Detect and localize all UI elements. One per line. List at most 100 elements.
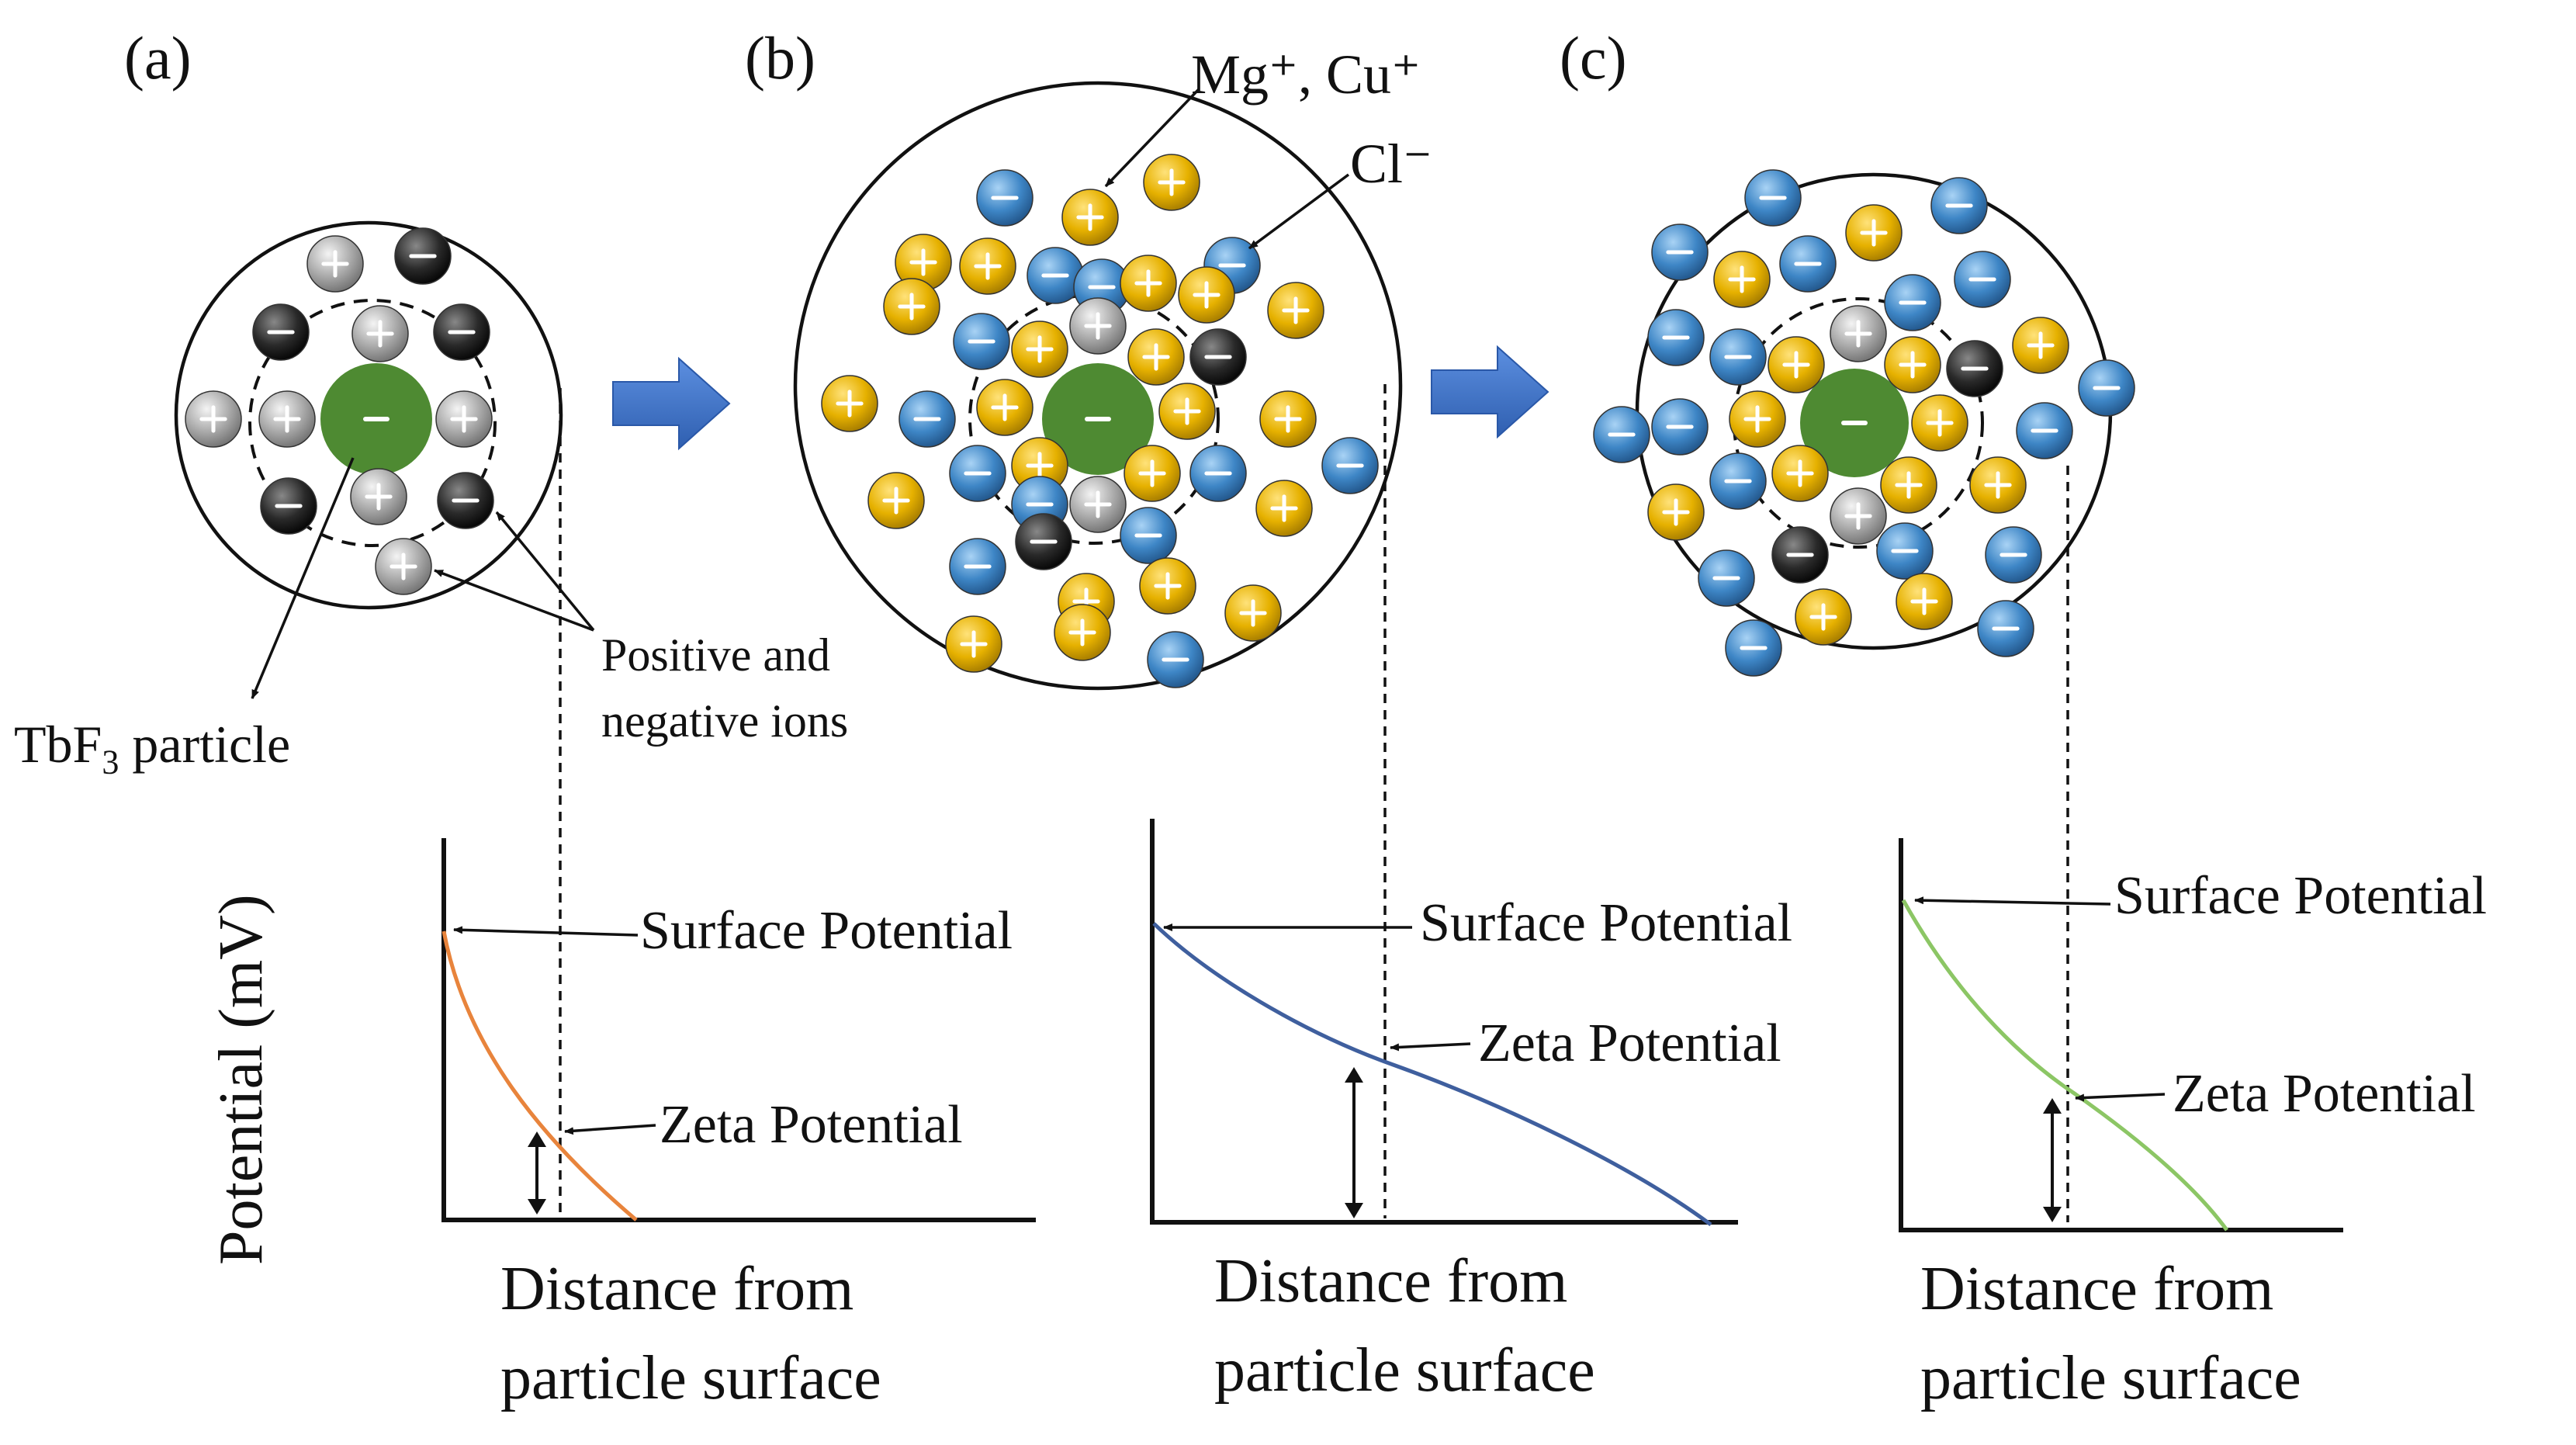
cation-ion — [1054, 604, 1111, 661]
anion-ion — [260, 477, 317, 535]
ions-leader-line-1 — [495, 511, 595, 632]
cation-ion — [1647, 483, 1705, 541]
surface-potential-label-c: Surface Potential — [2114, 866, 2488, 926]
anion-ion — [1985, 526, 2042, 584]
cation-ion — [1124, 445, 1181, 502]
anion-ion — [1189, 328, 1247, 386]
cation-ion — [959, 237, 1016, 295]
cation-ion — [350, 468, 407, 525]
cation-ion — [945, 615, 1002, 673]
anion-ion — [1876, 522, 1934, 580]
cation-ion — [1127, 328, 1185, 386]
anion-ion — [1954, 251, 2011, 308]
anion-ion — [2078, 359, 2135, 417]
x-axis-label-b-line2: particle surface — [1214, 1336, 1595, 1405]
anion-ion — [1709, 452, 1767, 510]
anion-ion — [1725, 619, 1782, 677]
tbf3-particle-label: TbF3 particle — [14, 715, 291, 781]
graph-axes-b — [1150, 819, 1738, 1225]
zeta-potential-label-b: Zeta Potential — [1478, 1014, 1781, 1073]
zeta-potential-arrow-a — [564, 1124, 656, 1135]
cation-ion — [1729, 390, 1786, 448]
cation-ion — [1011, 321, 1068, 378]
anion-ion — [1779, 235, 1837, 293]
cation-ion — [258, 390, 316, 448]
anion-ion — [1946, 340, 2003, 397]
x-axis-label-c-line2: particle surface — [1920, 1344, 2301, 1412]
stern-layer-boundary-a — [174, 220, 563, 610]
anion-ion — [1698, 549, 1755, 607]
transition-arrow-1 — [612, 356, 731, 451]
cation-ion — [1884, 336, 1941, 393]
cation-ion — [1069, 476, 1127, 533]
anion-ion — [898, 390, 956, 448]
anion-ion — [1930, 177, 1988, 234]
anion-ion — [437, 472, 494, 529]
cation-ion — [1768, 336, 1825, 393]
zeta-potential-label-c: Zeta Potential — [2173, 1064, 2476, 1124]
potential-curve-b — [1152, 922, 1712, 1227]
anion-ion — [1321, 437, 1379, 494]
cation-ion — [1139, 557, 1196, 615]
cation-ion — [1911, 394, 1968, 452]
zeta-magnitude-arrow-a — [528, 1131, 546, 1215]
cation-ion — [185, 390, 242, 448]
cation-ion — [1880, 456, 1937, 514]
ions-label-line1: Positive and — [601, 629, 830, 681]
cation-ion — [821, 375, 878, 432]
cation-ion — [1178, 266, 1235, 324]
anion-ion — [976, 169, 1034, 227]
cation-ion — [1259, 390, 1317, 448]
surface-potential-arrow-a — [453, 926, 639, 937]
anion-ion — [1015, 513, 1072, 570]
y-axis-label: Potential (mV) — [207, 894, 275, 1265]
zeta-potential-arrow-b — [1390, 1042, 1471, 1052]
cation-ion — [1120, 255, 1177, 312]
anion-ion — [949, 538, 1006, 595]
cation-ion — [1795, 588, 1852, 646]
cation-ion — [883, 278, 940, 335]
anion-ion — [433, 303, 490, 361]
anion-ion — [1189, 445, 1247, 502]
transition-arrow-2 — [1431, 345, 1549, 439]
cation-ion — [1061, 189, 1119, 246]
potential-curve-a — [441, 930, 638, 1221]
zeta-magnitude-arrow-c — [2043, 1098, 2062, 1222]
graph-axes-a — [441, 838, 1036, 1222]
anion-ion — [1709, 328, 1767, 386]
surface-potential-label-a: Surface Potential — [640, 901, 1013, 961]
cation-ion — [1896, 573, 1953, 630]
cation-ion — [1224, 584, 1282, 642]
slipping-plane-c — [1733, 297, 1984, 549]
cation-ion — [1845, 204, 1903, 262]
panel-b-label: (b) — [745, 24, 815, 92]
cation-ion — [435, 390, 493, 448]
x-axis-label-c-line1: Distance from — [1920, 1255, 2274, 1323]
anion-ion — [949, 445, 1006, 502]
cation-ion — [976, 379, 1034, 436]
tbf3-particle-c — [1800, 369, 1909, 477]
anion-ion — [1651, 224, 1709, 281]
anion-leader-line — [1248, 173, 1350, 250]
surface-potential-arrow-c — [1914, 896, 2111, 906]
cation-ion — [1713, 251, 1771, 308]
graph-axes-c — [1899, 838, 2343, 1232]
cation-ion — [351, 305, 409, 362]
anion-label: Cl⁻ — [1350, 133, 1433, 195]
anion-ion — [1744, 169, 1802, 227]
tbf3-particle-b — [1042, 363, 1154, 475]
cation-ion — [1771, 445, 1829, 502]
tbf3-particle-a — [320, 363, 432, 475]
ions-label-line2: negative ions — [601, 695, 849, 747]
cation-ion — [306, 235, 364, 293]
ions-leader-line-2 — [434, 569, 594, 632]
anion-ion — [1120, 507, 1177, 564]
anion-ion — [1651, 398, 1709, 456]
stern-layer-boundary-b — [793, 81, 1403, 691]
cation-ion — [1830, 305, 1887, 362]
x-axis-label-b-line1: Distance from — [1214, 1247, 1568, 1315]
cation-ion — [1969, 456, 2027, 514]
surface-potential-label-b: Surface Potential — [1420, 893, 1793, 953]
cation-ion — [375, 538, 432, 595]
